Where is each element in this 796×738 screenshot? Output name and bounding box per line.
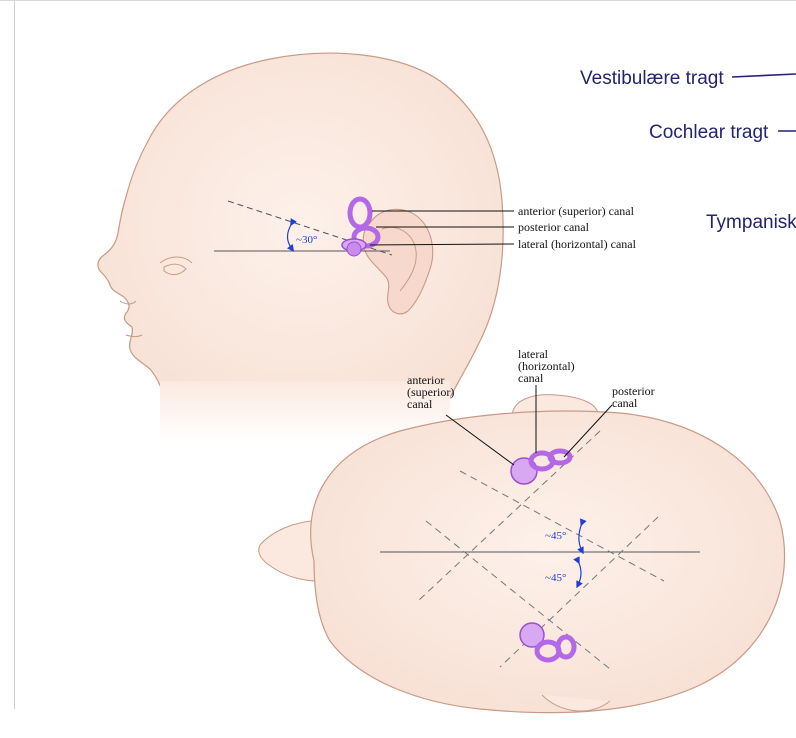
tract-label-cochlear: Cochlear tragt [649,122,769,143]
head-side-view: ~30° anterior (superior) canal posterior… [98,53,637,441]
tract-label-tympanic: Tympanisk [706,212,796,233]
angle-label-45-upper: ~45° [545,530,566,542]
label-posterior-canal: posterior canal [518,220,590,234]
angle-label-45-lower: ~45° [545,572,566,584]
top-view-nose [259,521,318,581]
tract-leader-vestibular [732,74,796,77]
angle-label-30: ~30° [296,234,317,246]
cochlea-side [347,242,361,256]
label-anterior-canal: anterior (superior) canal [518,204,635,218]
tract-label-vestibular: Vestibulære tragt [580,68,724,89]
label-lateral-canal: lateral (horizontal) canal [518,237,637,251]
label-lateral-top: lateral (horizontal) canal [518,347,578,385]
label-posterior-top: posterior canal [612,384,658,410]
